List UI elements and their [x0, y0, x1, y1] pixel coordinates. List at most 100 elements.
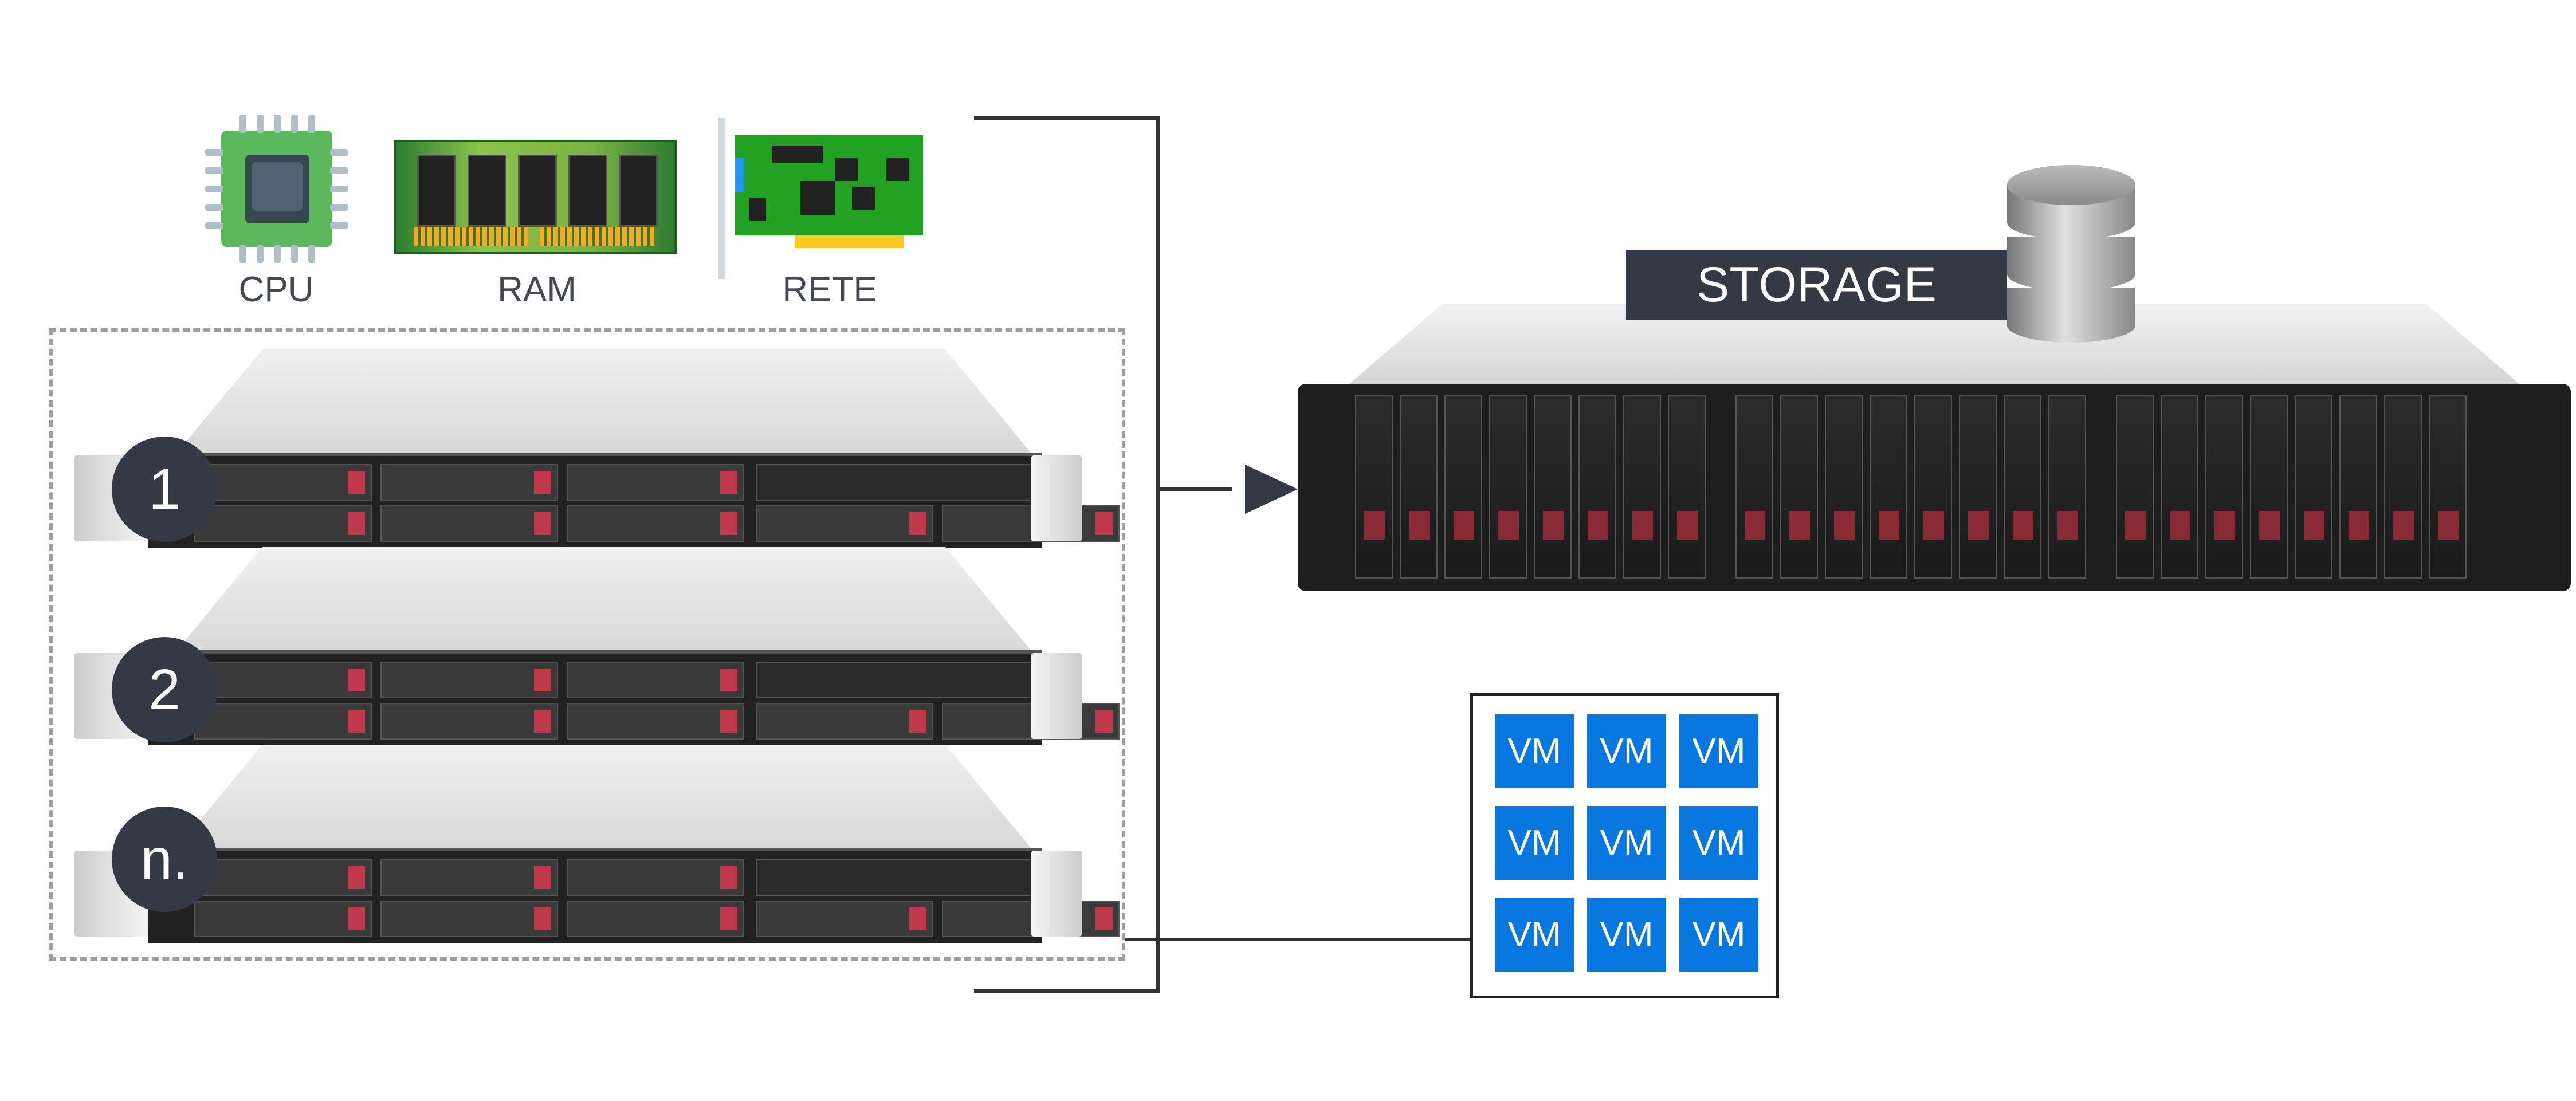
- optical-drive: [756, 859, 1077, 896]
- database-icon: [2007, 159, 2135, 343]
- cpu-pin: [205, 167, 223, 174]
- drive-bay: [380, 662, 558, 698]
- server-badge: n.: [112, 807, 217, 912]
- storage-label: STORAGE: [1626, 250, 2007, 320]
- cpu-pin: [291, 245, 298, 263]
- vm-tile: VM: [1679, 806, 1758, 880]
- vm-tile: VM: [1587, 806, 1666, 880]
- cpu-pin: [205, 204, 223, 211]
- drive-bay: [567, 505, 744, 542]
- drive-bay: [380, 464, 558, 501]
- server-ear: [1031, 653, 1082, 739]
- drive-bay: [380, 703, 558, 740]
- drive-bay: [194, 901, 372, 937]
- server-3: [74, 745, 1120, 943]
- storage-drive: [2205, 395, 2243, 579]
- storage-drive: [2339, 395, 2377, 579]
- cpu-pin: [205, 222, 223, 229]
- cpu-pin: [330, 222, 348, 229]
- storage-drive: [1870, 395, 1907, 579]
- bracket-vertical-line: [1156, 116, 1160, 993]
- drive-bay: [567, 464, 744, 501]
- bracket-top-line: [974, 116, 1160, 120]
- cpu-pin: [330, 204, 348, 211]
- drive-bay: [756, 901, 933, 937]
- drive-bay: [380, 505, 558, 542]
- arrow-line: [1157, 487, 1232, 491]
- cpu-pin: [257, 115, 264, 133]
- storage-drive: [2116, 395, 2154, 579]
- ram-contacts: [540, 227, 654, 246]
- storage-drive: [2161, 395, 2198, 579]
- server-badge: 1: [112, 437, 217, 542]
- storage-drive: [2048, 395, 2086, 579]
- network-label: RETE: [782, 270, 877, 309]
- drive-bay: [380, 859, 558, 896]
- storage-drive: [1534, 395, 1572, 579]
- storage-drive: [1489, 395, 1527, 579]
- storage-drive: [2250, 395, 2288, 579]
- drive-bay: [567, 662, 744, 698]
- cpu-pin: [205, 149, 223, 156]
- drive-bay: [380, 901, 558, 937]
- drive-bay: [194, 662, 372, 698]
- cpu-pin: [330, 186, 348, 192]
- cpu-pin: [330, 149, 348, 156]
- server-ear: [1031, 851, 1082, 937]
- server-front-panel: [148, 453, 1120, 548]
- cpu-icon: [205, 115, 348, 263]
- cpu-pin: [257, 245, 264, 263]
- drive-bay: [194, 703, 372, 740]
- storage-drive: [2384, 395, 2422, 579]
- storage-drive: [1668, 395, 1706, 579]
- optical-drive: [756, 464, 1077, 501]
- bracket-bottom-line: [974, 989, 1160, 993]
- drive-bay: [567, 859, 744, 896]
- cpu-pin: [330, 167, 348, 174]
- optical-drive: [756, 662, 1077, 698]
- cpu-pin: [205, 186, 223, 192]
- drive-bay: [194, 464, 372, 501]
- cpu-core: [245, 155, 309, 223]
- cpu-pin: [239, 245, 246, 263]
- server-front-panel: [148, 848, 1120, 943]
- storage-array: [1298, 304, 2571, 591]
- cpu-pin: [308, 115, 315, 133]
- vm-tile: VM: [1679, 898, 1758, 972]
- vm-tile: VM: [1679, 714, 1758, 788]
- vm-tile: VM: [1587, 898, 1666, 972]
- storage-drive: [1825, 395, 1863, 579]
- storage-drive: [2004, 395, 2041, 579]
- vm-connector-line: [1125, 938, 1470, 941]
- network-card-icon: [714, 118, 923, 279]
- server-ear: [1031, 455, 1082, 541]
- cpu-pin: [239, 115, 246, 133]
- ram-chip: [417, 155, 456, 227]
- storage-drive: [1780, 395, 1818, 579]
- server-front-panel: [148, 650, 1120, 745]
- cpu-pin: [308, 245, 315, 263]
- cpu-pin: [291, 115, 298, 133]
- storage-drive: [2429, 395, 2467, 579]
- storage-drive: [1400, 395, 1438, 579]
- storage-drive: [1355, 395, 1393, 579]
- vm-tile: VM: [1495, 714, 1574, 788]
- vm-tile: VM: [1495, 806, 1574, 880]
- storage-drive: [1735, 395, 1773, 579]
- vm-tile: VM: [1587, 714, 1666, 788]
- vm-tile: VM: [1495, 898, 1574, 972]
- cpu-label: CPU: [238, 270, 314, 309]
- storage-drive: [2295, 395, 2332, 579]
- server-cluster-box: [49, 328, 1125, 961]
- drive-bay: [194, 505, 372, 542]
- server-2: [74, 547, 1120, 745]
- ram-chip: [468, 155, 506, 227]
- server-badge: 2: [112, 637, 217, 742]
- cpu-pin: [274, 115, 281, 133]
- ram-label: RAM: [497, 270, 576, 309]
- arrow-right-icon: [1245, 465, 1298, 514]
- ram-chip: [518, 155, 557, 227]
- drive-bay: [567, 901, 744, 937]
- ram-chip: [568, 155, 607, 227]
